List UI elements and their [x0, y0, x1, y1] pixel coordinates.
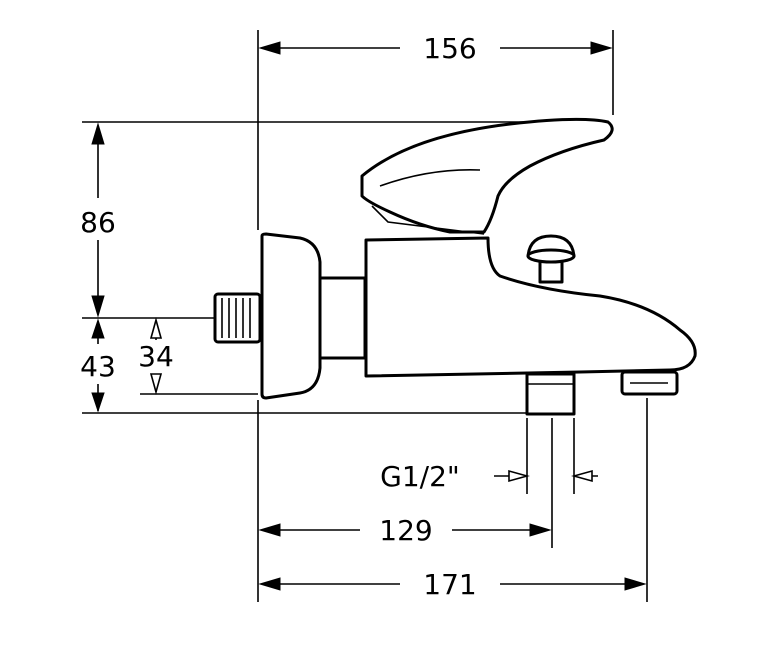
connector-neck [318, 276, 367, 360]
inlet-thread [213, 292, 262, 344]
wall-escutcheon [260, 232, 322, 400]
dim-label-129: 129 [379, 514, 432, 547]
dimension-34: 34 [138, 317, 174, 395]
dimension-86: 86 [80, 122, 116, 318]
dim-label-43: 43 [80, 350, 116, 383]
dimension-thread: G1/2" [380, 460, 598, 493]
dimension-171: 171 [258, 568, 647, 601]
mixer-body [364, 236, 697, 378]
dim-label-171: 171 [423, 568, 476, 601]
shower-outlet [525, 372, 576, 416]
dimension-129: 129 [258, 514, 552, 547]
dim-label-thread: G1/2" [380, 460, 460, 493]
diverter-knob [526, 234, 576, 284]
dimension-43: 43 [80, 318, 116, 413]
dimension-156: 156 [258, 32, 613, 65]
faucet [213, 117, 697, 416]
dim-label-86: 86 [80, 206, 116, 239]
lever-handle [360, 117, 614, 234]
dim-label-156: 156 [423, 32, 476, 65]
dim-label-34: 34 [138, 340, 174, 373]
